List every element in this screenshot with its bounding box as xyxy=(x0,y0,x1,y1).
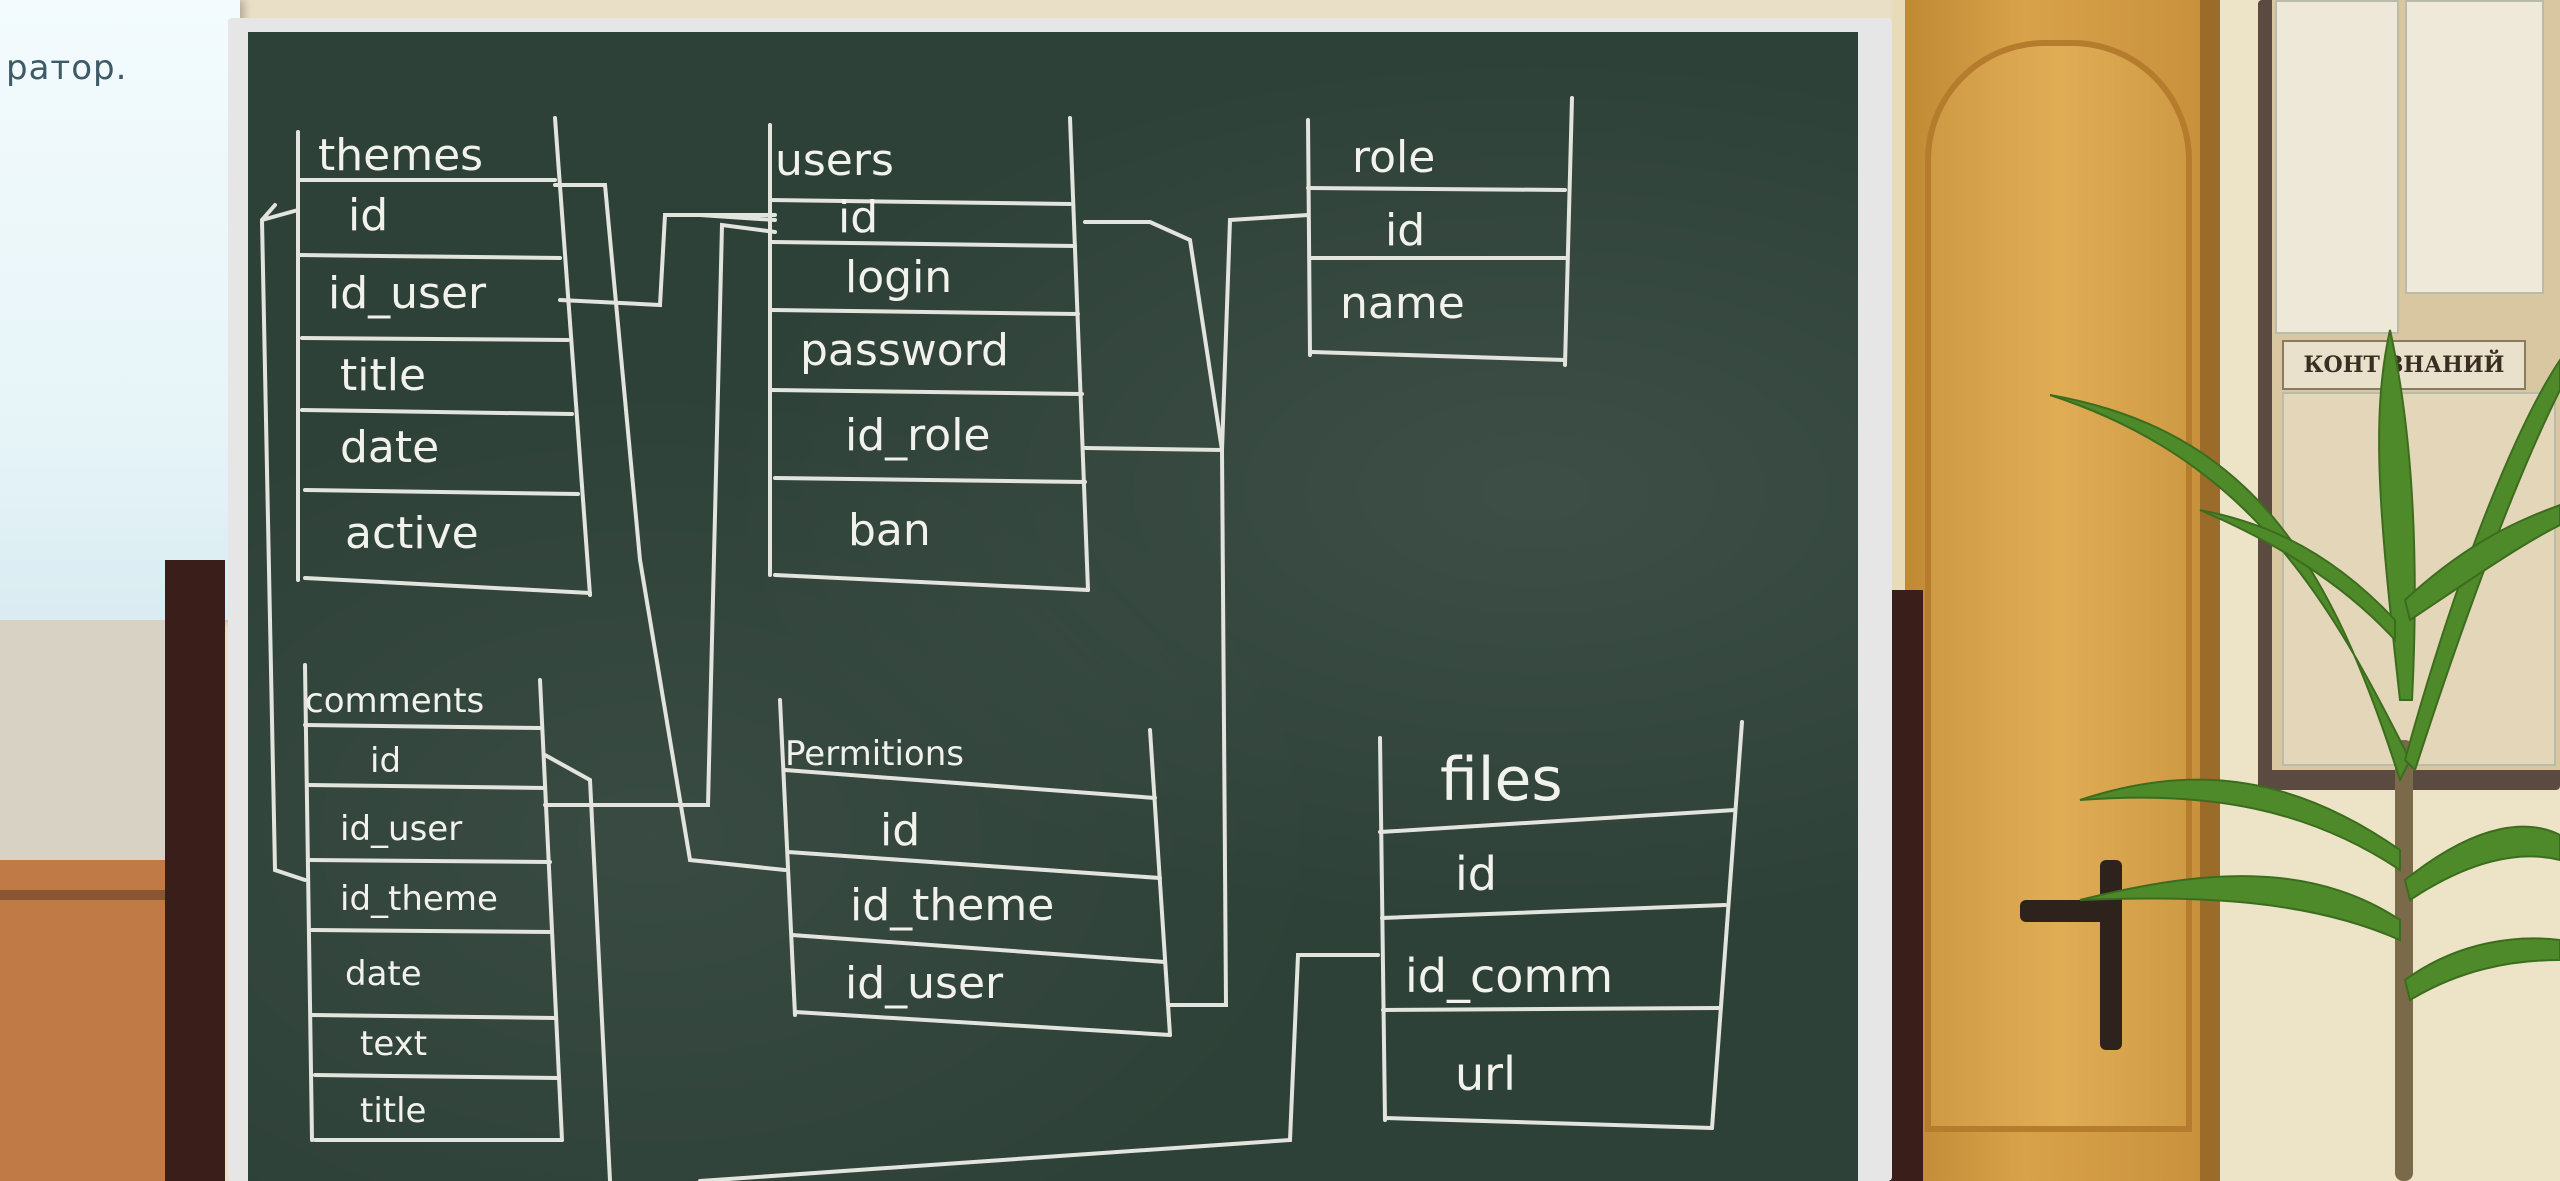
table-themes xyxy=(296,116,592,597)
field: title xyxy=(340,350,426,401)
field: ban xyxy=(848,505,931,556)
table-title: users xyxy=(775,135,894,186)
field: name xyxy=(1340,278,1465,329)
field: id_user xyxy=(845,958,1004,1009)
table-title: comments xyxy=(305,681,484,721)
table-title: Permitions xyxy=(785,734,964,774)
field: id_user xyxy=(340,809,462,849)
screen-text: ратор. xyxy=(6,48,128,88)
table-users xyxy=(768,116,1090,592)
door-panel xyxy=(1925,40,2192,1132)
field: date xyxy=(345,954,422,994)
field: id xyxy=(1385,205,1425,256)
field: id_theme xyxy=(340,879,498,919)
field: id_role xyxy=(845,410,991,461)
field: title xyxy=(360,1091,426,1131)
door-handle[interactable] xyxy=(2020,900,2110,922)
field: id xyxy=(348,190,388,241)
field: id xyxy=(370,741,401,781)
certificate xyxy=(2405,0,2544,294)
table-title: files xyxy=(1440,745,1563,815)
cabinet-trim xyxy=(0,890,200,900)
relationship-lines xyxy=(259,183,1380,1181)
notice-sign: КОНТ ЗНАНИЙ xyxy=(2282,340,2526,390)
field: password xyxy=(800,325,1009,376)
field: id_user xyxy=(328,268,487,319)
projection-screen xyxy=(0,0,240,620)
field: date xyxy=(340,422,439,473)
field: active xyxy=(345,508,479,559)
field: text xyxy=(360,1024,427,1064)
board-stand-left xyxy=(165,560,225,1181)
table-files xyxy=(1378,720,1744,1130)
table-title: themes xyxy=(318,130,483,181)
certificate xyxy=(2275,0,2399,334)
field: id xyxy=(880,805,920,856)
field: url xyxy=(1455,1047,1516,1101)
field: id xyxy=(838,192,878,243)
table-title: role xyxy=(1352,132,1435,183)
field: id xyxy=(1455,847,1497,901)
table-role xyxy=(1306,96,1574,367)
table-permitions xyxy=(778,698,1172,1037)
field: login xyxy=(845,252,952,303)
table-comments xyxy=(303,663,564,1142)
field: id_comm xyxy=(1405,949,1613,1003)
field: id_theme xyxy=(850,880,1054,931)
chalkboard xyxy=(248,32,1858,1181)
plant-leaves xyxy=(2049,329,2560,1002)
